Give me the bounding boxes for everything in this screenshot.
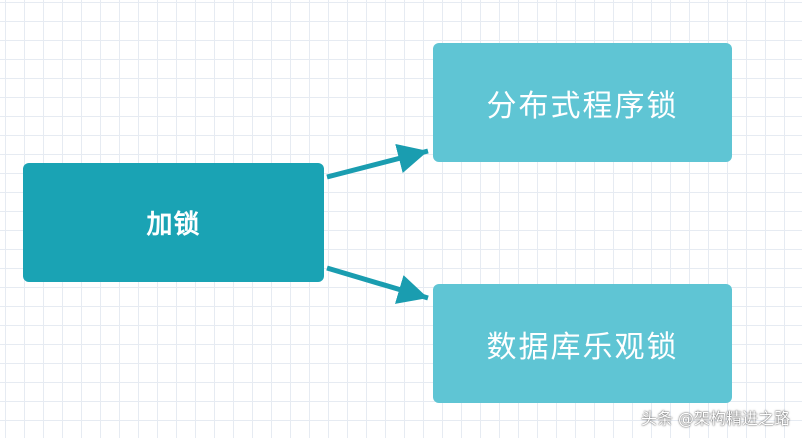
root-node-lock[interactable]: 加锁 xyxy=(23,163,324,282)
child-node-label: 数据库乐观锁 xyxy=(486,329,679,365)
child-node-label: 分布式程序锁 xyxy=(486,88,679,124)
child-node-optimistic-lock[interactable]: 数据库乐观锁 xyxy=(433,284,732,403)
arrow-to-distributed-lock xyxy=(326,143,429,180)
arrow-to-optimistic-lock xyxy=(326,265,429,304)
root-node-label: 加锁 xyxy=(146,210,201,240)
child-node-distributed-lock[interactable]: 分布式程序锁 xyxy=(433,43,732,162)
watermark-text: 头条 @架构精进之路 xyxy=(640,409,790,428)
